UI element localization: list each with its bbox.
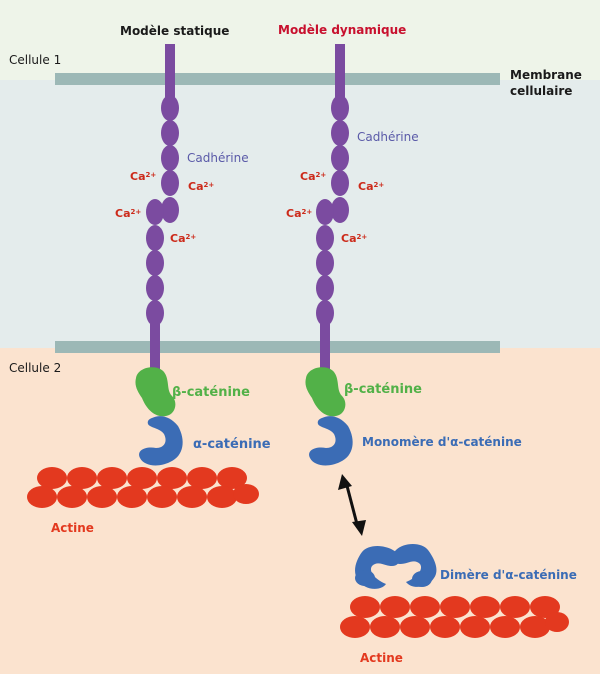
dynamic-cadherin-label: Cadhérine (357, 130, 419, 144)
dynamic-actin-filament (340, 596, 569, 638)
static-beta-catenin-label: β-caténine (172, 385, 250, 400)
static-cadherin-label: Cadhérine (187, 151, 249, 165)
static-calcium-1: Ca2+ (130, 170, 157, 183)
dynamic-calcium-3: Ca2+ (286, 207, 313, 220)
membrane-label: Membrane cellulaire (510, 68, 582, 98)
dynamic-alpha-catenin-shape (309, 416, 353, 466)
static-calcium-4: Ca2+ (170, 232, 197, 245)
top-region-bg (0, 0, 600, 80)
equilibrium-arrow (338, 474, 366, 536)
membrane-bottom (55, 341, 500, 353)
dimer-label: Dimère d'α-caténine (440, 568, 577, 582)
dynamic-beta-catenin-shape (305, 367, 346, 417)
monomer-label: Monomère d'α-caténine (362, 435, 522, 449)
dynamic-calcium-1: Ca2+ (300, 170, 327, 183)
dynamic-model-title: Modèle dynamique (278, 23, 407, 37)
static-calcium-3: Ca2+ (115, 207, 142, 220)
dynamic-beta-catenin-label: β-caténine (344, 382, 422, 397)
static-actin-label: Actine (51, 521, 94, 535)
alpha-catenin-dimer-shape (355, 544, 437, 589)
cell1-label: Cellule 1 (9, 53, 62, 67)
cell2-label: Cellule 2 (9, 361, 62, 375)
static-alpha-catenin-shape (139, 416, 183, 466)
static-model-title: Modèle statique (120, 24, 230, 38)
static-actin-filament (27, 467, 259, 508)
dynamic-calcium-2: Ca2+ (358, 180, 385, 193)
dynamic-actin-label: Actine (360, 651, 403, 665)
dynamic-calcium-4: Ca2+ (341, 232, 368, 245)
static-beta-catenin-shape (135, 367, 176, 417)
dynamic-cadherin (316, 44, 349, 372)
static-alpha-catenin-label: α-caténine (193, 437, 271, 452)
static-cadherin (146, 44, 179, 372)
cell1-region-bg (0, 80, 600, 348)
static-calcium-2: Ca2+ (188, 180, 215, 193)
membrane-top (55, 73, 500, 85)
